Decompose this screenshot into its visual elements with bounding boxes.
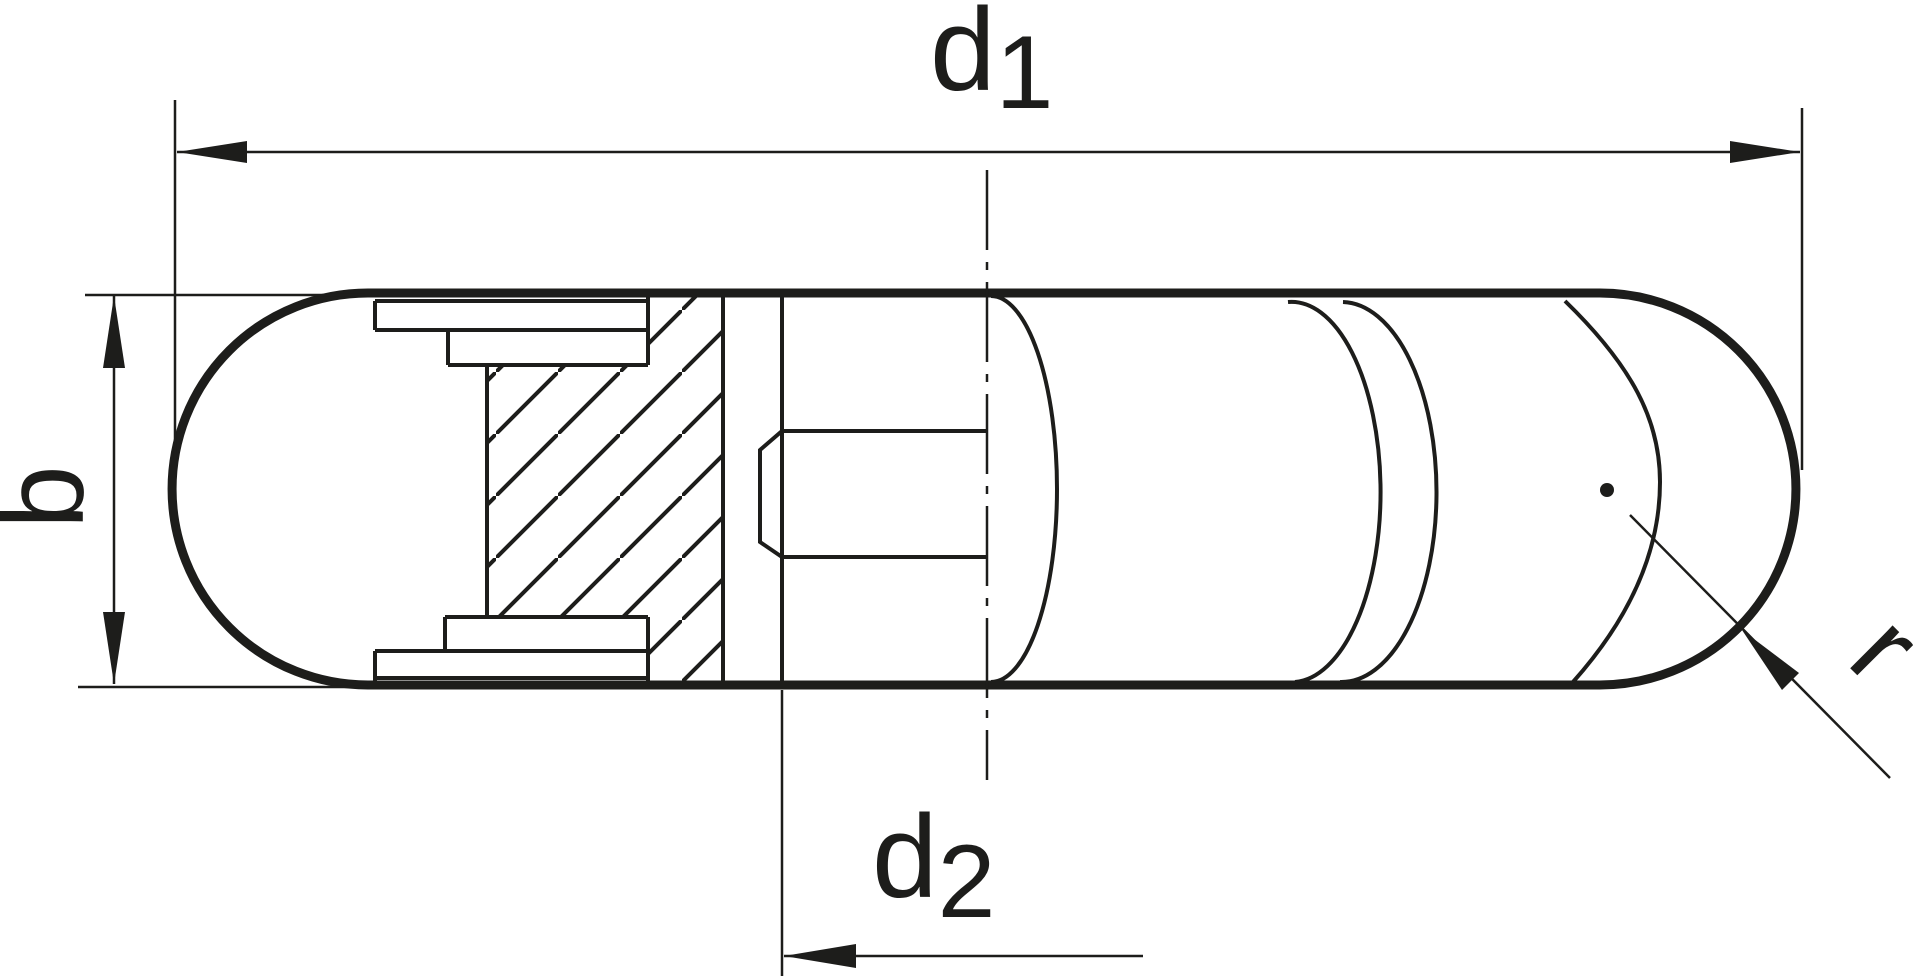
band-arc-right <box>1339 300 1439 685</box>
right-end-inner-arc <box>1563 299 1663 684</box>
dimension-d1: d1 <box>173 0 1804 470</box>
r-label: r <box>1827 590 1920 707</box>
arrowhead-diagonal-icon <box>1742 630 1799 690</box>
dimension-d2: d2 <box>780 690 1143 976</box>
profile-arcs <box>990 294 1663 685</box>
band-arc-left <box>1287 299 1383 684</box>
center-silhouette-arc <box>990 294 1059 684</box>
arrowhead-left-icon <box>177 141 247 163</box>
cutter-body-outline <box>167 288 1801 690</box>
d1-label: d1 <box>930 0 1053 131</box>
keyway-profile <box>758 429 784 559</box>
arrowhead-left-icon <box>784 944 856 968</box>
arrowhead-up-icon <box>103 296 125 368</box>
hub-step-edges <box>373 295 784 683</box>
bore-and-keyway-edges <box>758 429 987 559</box>
section-hatch-area <box>487 297 723 681</box>
arrowhead-down-icon <box>103 612 125 684</box>
dimension-r: r <box>1600 483 1920 779</box>
d2-label: d2 <box>872 791 995 940</box>
radius-center-dot <box>1600 483 1614 497</box>
dimension-b: b <box>0 293 368 689</box>
arrowhead-right-icon <box>1730 141 1800 163</box>
b-label: b <box>0 465 108 528</box>
